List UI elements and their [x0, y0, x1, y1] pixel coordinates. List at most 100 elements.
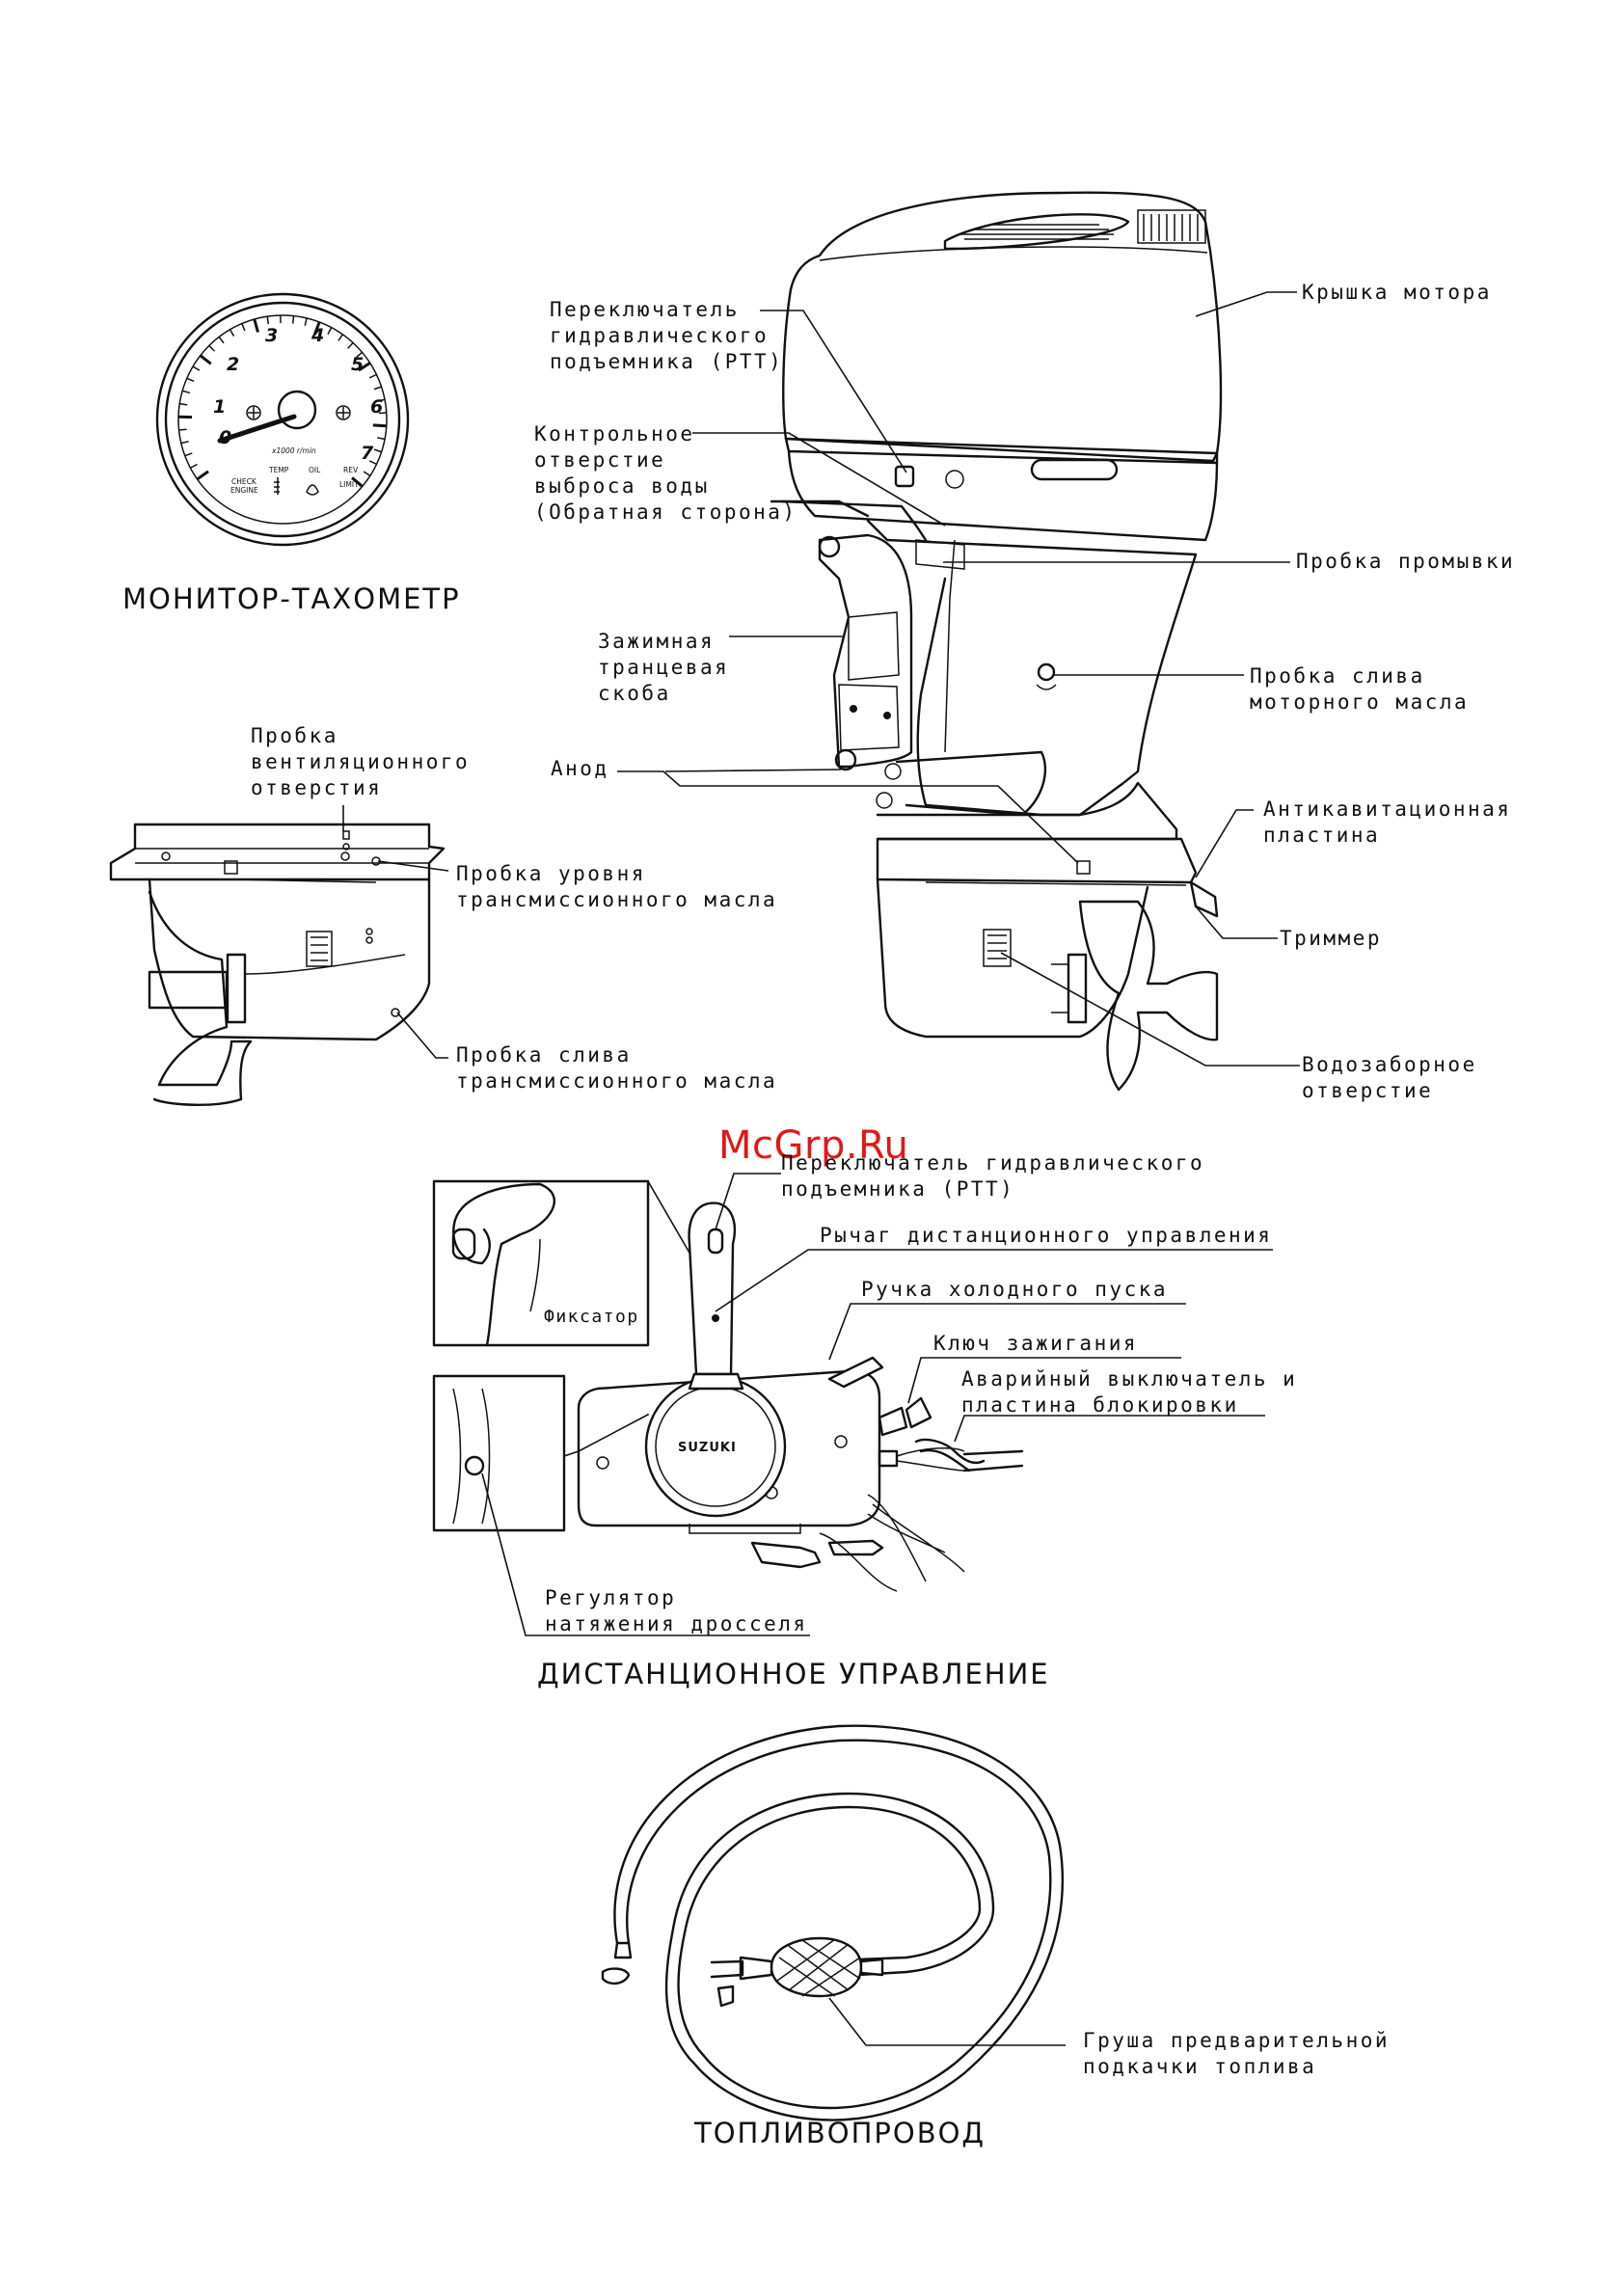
label-lock: Фиксатор — [544, 1307, 639, 1327]
label-primer-bulb: Груша предварительной подкачки топлива — [1083, 2028, 1390, 2080]
label-line: транцевая — [598, 656, 730, 679]
tach-tick — [338, 334, 343, 341]
tach-tick — [304, 317, 308, 326]
label-ignition-key: Ключ зажигания — [933, 1332, 1139, 1355]
leader-lines — [342, 291, 1300, 2046]
tach-tick — [312, 321, 321, 336]
label-line: Пробка уровня — [456, 862, 646, 885]
label-flush-plug: Пробка промывки — [1296, 550, 1516, 573]
tach-tick — [373, 448, 382, 453]
remote-control-box: SUZUKI — [432, 1179, 1024, 1592]
label-line: скоба — [598, 682, 671, 705]
brand-logo: SUZUKI — [678, 1441, 737, 1455]
tach-tick — [291, 315, 295, 324]
fuel-title: ТОПЛИВОПРОВОД — [694, 2117, 986, 2149]
ind-limit: LIMIT — [339, 480, 359, 489]
label-water-intake: Водозаборное отверстие — [1302, 1052, 1477, 1104]
ind-oil: OIL — [309, 466, 321, 474]
label-line: выброса воды — [534, 474, 710, 498]
tach-tick — [327, 327, 333, 336]
tach-tick — [372, 423, 387, 428]
label-trim-tab: Триммер — [1280, 927, 1383, 950]
label-line: пластина — [1263, 824, 1381, 847]
tach-tick — [378, 412, 387, 415]
label-line: трансмиссионного масла — [456, 888, 778, 911]
tach-tick — [351, 476, 364, 488]
tach-tick — [355, 351, 364, 359]
label-line: Зажимная — [598, 630, 716, 653]
label-line: трансмиссионного масла — [456, 1069, 778, 1093]
label-line: Переключатель гидравлического — [781, 1151, 1205, 1175]
tach-tick — [179, 402, 188, 406]
ind-engine: ENGINE — [230, 486, 258, 495]
label-gear-oil-level: Пробка уровня трансмиссионного масла — [456, 861, 777, 913]
label-line: натяжения дросселя — [545, 1612, 808, 1635]
remote-title: ДИСТАНЦИОННОЕ УПРАВЛЕНИЕ — [537, 1658, 1050, 1690]
tach-num-5: 5 — [351, 354, 364, 375]
label-line: подъемника (PTT) — [781, 1177, 1015, 1201]
label-line: моторного масла — [1250, 690, 1470, 714]
label-line: Регулятор — [545, 1586, 677, 1609]
tach-num-3: 3 — [265, 325, 278, 346]
label-line: подъемника (PTT) — [550, 350, 784, 373]
label-line: пластина блокировки — [961, 1393, 1239, 1417]
tach-tick — [373, 386, 382, 391]
tachometer-gauge: 0 1 2 3 4 5 6 7 x1000 r/min CHECK ENGINE… — [155, 292, 410, 547]
tach-tick — [368, 460, 377, 466]
label-line: Пробка слива — [456, 1043, 632, 1067]
label-motor-cover: Крышка мотора — [1302, 281, 1492, 304]
tach-tick — [347, 341, 354, 349]
ind-check: CHECK — [231, 477, 257, 486]
tach-tick — [190, 463, 198, 469]
tach-tick — [368, 373, 377, 379]
tach-tick — [208, 344, 215, 352]
tachometer-title: МОНИТОР-ТАХОМЕТР — [122, 582, 461, 615]
label-fast-idle: Ручка холодного пуска — [861, 1278, 1169, 1301]
label-control-lever: Рычаг дистанционного управления — [820, 1224, 1273, 1247]
label-line: подкачки топлива — [1083, 2055, 1317, 2078]
tach-tick — [229, 329, 235, 338]
label-line: вентиляционного — [251, 750, 471, 773]
tach-tick — [358, 362, 371, 372]
label-anti-cavitation: Антикавитационная пластина — [1263, 797, 1511, 849]
tach-num-2: 2 — [227, 354, 239, 375]
tach-unit: x1000 r/min — [271, 446, 316, 455]
ind-temp: TEMP — [268, 466, 289, 474]
label-clamp-bracket: Зажимная транцевая скоба — [598, 629, 729, 707]
label-line: Переключатель — [550, 298, 740, 321]
tach-tick — [196, 470, 209, 481]
watermark: McGrp.Ru — [718, 1123, 909, 1168]
tach-tick — [184, 452, 193, 457]
tach-num-7: 7 — [361, 443, 374, 464]
ind-rev: REV — [343, 466, 359, 474]
label-remote-ptt: Переключатель гидравлического подъемника… — [781, 1150, 1204, 1202]
label-line: Контрольное — [534, 422, 695, 446]
label-stop-switch: Аварийный выключатель и пластина блокиро… — [961, 1366, 1297, 1418]
label-line: Антикавитационная — [1263, 797, 1512, 821]
label-water-check: Контрольное отверстие выброса воды (Обра… — [534, 421, 797, 526]
label-vent-plug: Пробка вентиляционного отверстия — [251, 723, 470, 801]
tach-tick — [181, 390, 191, 394]
label-line: (Обратная сторона) — [534, 500, 797, 524]
label-line: Груша предварительной — [1083, 2029, 1391, 2052]
label-line: Аварийный выключатель и — [961, 1367, 1298, 1391]
label-ptt-switch: Переключатель гидравлического подъемника… — [550, 297, 783, 375]
label-line: отверстие — [534, 448, 666, 472]
label-line: Пробка — [251, 724, 338, 747]
label-gear-oil-drain: Пробка слива трансмиссионного масла — [456, 1042, 777, 1094]
tach-tick — [253, 318, 259, 333]
lower-unit — [109, 823, 446, 1106]
label-throttle-tension: Регулятор натяжения дросселя — [545, 1585, 808, 1637]
tach-tick — [266, 316, 270, 325]
tach-tick — [199, 354, 212, 365]
fuel-line — [601, 1724, 1065, 2121]
label-line: отверстия — [251, 776, 383, 799]
label-line: Пробка слива — [1250, 664, 1425, 688]
tach-tick — [218, 336, 225, 344]
tach-num-1: 1 — [213, 396, 226, 418]
label-line: гидравлического — [550, 324, 770, 347]
tach-tick — [377, 398, 386, 402]
outboard-motor — [770, 191, 1223, 1092]
label-line: отверстие — [1302, 1079, 1434, 1102]
